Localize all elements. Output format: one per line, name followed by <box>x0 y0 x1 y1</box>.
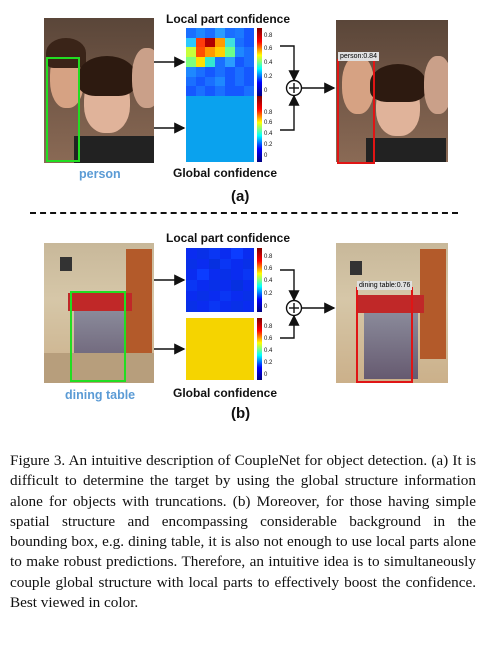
panel-divider <box>30 212 458 214</box>
colorbar-tick: 0.8 <box>264 254 273 260</box>
panel-a-tag: (a) <box>231 188 250 205</box>
colorbar-tick: 0.2 <box>264 74 273 80</box>
arrow-local-to-sum-b <box>280 269 300 302</box>
arrow-local-to-sum-a <box>280 45 300 82</box>
arrow-global-to-sum-b <box>280 314 300 339</box>
colorbar-tick: 0.6 <box>264 46 273 52</box>
colorbar-tick: 0.2 <box>264 291 273 297</box>
ground-truth-box <box>70 291 126 382</box>
global-confidence-label: Global confidence <box>173 386 278 400</box>
ground-truth-box <box>46 57 80 162</box>
local-part-heatmap <box>186 248 254 312</box>
panel-b-tag: (b) <box>231 405 251 422</box>
local-colorbar <box>257 248 262 312</box>
local-colorbar <box>257 28 262 96</box>
local-part-heatmap <box>186 28 254 96</box>
arrow-global-to-sum-a <box>280 94 300 131</box>
global-confidence-label: Global confidence <box>173 166 278 180</box>
colorbar-tick: 0.8 <box>264 33 273 39</box>
dining-table-input-photo <box>44 243 154 383</box>
colorbar-tick: 0.2 <box>264 142 273 148</box>
global-colorbar <box>257 96 262 162</box>
colorbar-tick: 0.6 <box>264 336 273 342</box>
colorbar-tick: 0.4 <box>264 278 273 284</box>
class-label: person <box>79 167 121 181</box>
colorbar-tick: 0.8 <box>264 324 273 330</box>
class-label: dining table <box>65 388 136 402</box>
local-confidence-label: Local part confidence <box>166 12 291 26</box>
colorbar-tick: 0.8 <box>264 110 273 116</box>
colorbar-tick: 0.4 <box>264 348 273 354</box>
global-heatmap <box>186 96 254 162</box>
colorbar-tick: 0 <box>264 372 268 378</box>
global-colorbar <box>257 318 262 380</box>
flow-arrows <box>154 45 336 355</box>
colorbar-tick: 0 <box>264 88 268 94</box>
colorbar-tick: 0.4 <box>264 60 273 66</box>
colorbar-tick: 0.6 <box>264 120 273 126</box>
detection-score-label: dining table:0.76 <box>357 281 413 290</box>
global-heatmap <box>186 318 254 380</box>
detection-score-label: person:0.84 <box>338 52 379 61</box>
colorbar-tick: 0.6 <box>264 266 273 272</box>
person-output-photo <box>336 20 448 162</box>
colorbar-tick: 0 <box>264 304 268 310</box>
colorbar-tick: 0.4 <box>264 131 273 137</box>
local-confidence-label: Local part confidence <box>166 231 291 245</box>
dining-table-output-photo <box>336 243 448 383</box>
colorbar-tick: 0 <box>264 153 268 159</box>
figure-caption: Figure 3. An intuitive description of Co… <box>10 452 476 612</box>
colorbar-tick: 0.2 <box>264 360 273 366</box>
